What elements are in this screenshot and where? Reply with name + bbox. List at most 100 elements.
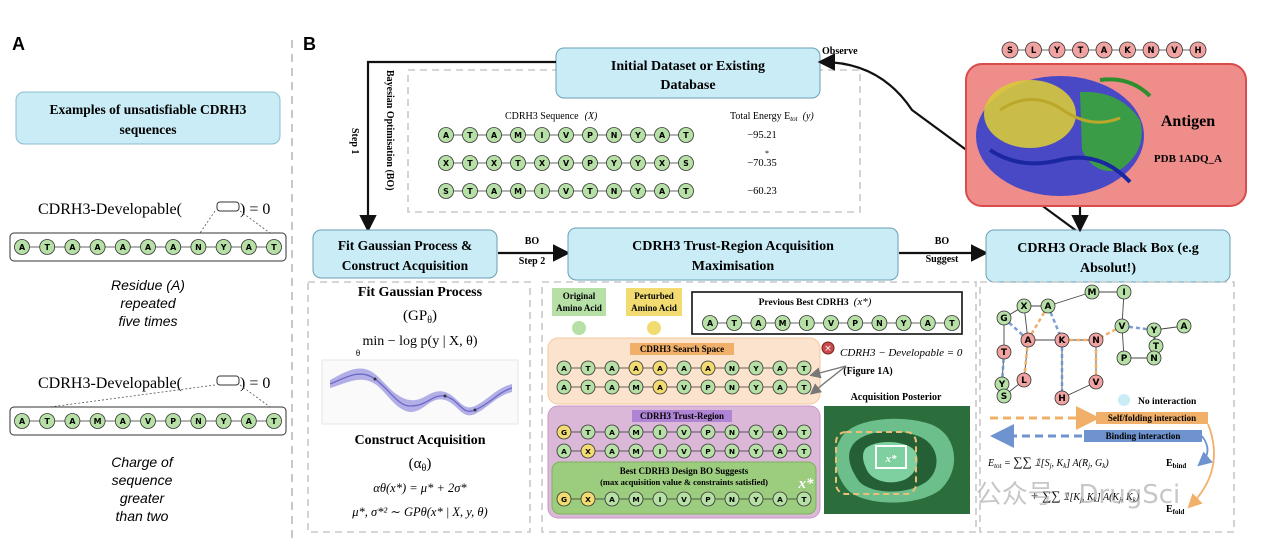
amino-acid-letter: P <box>170 417 176 426</box>
legend-perturbed-line1: Perturbed <box>634 291 674 301</box>
arrow-observe <box>817 53 1079 233</box>
amino-acid-node <box>895 315 912 331</box>
amino-acid-node <box>678 127 694 143</box>
amino-acid-node <box>534 127 550 143</box>
acq-posterior-title: Acquisition Posterior <box>851 392 942 403</box>
amino-acid-node <box>604 424 620 440</box>
amino-acid-node <box>1189 41 1207 59</box>
amino-acid-node <box>944 315 960 331</box>
graph-node-letter: A <box>1181 322 1188 332</box>
amino-acid-node <box>676 379 692 395</box>
amino-acid-letter: K <box>1124 45 1131 55</box>
developable-note: CDRH3 − Developable = 0 <box>840 347 963 359</box>
panel-a-title-line1: Examples of unsatisfiable CDRH3 <box>50 102 247 117</box>
fit-gp-title: Fit Gaussian Process <box>358 285 483 300</box>
amino-acid-node <box>462 155 478 171</box>
amino-acid-node <box>606 183 622 199</box>
amino-acid-node <box>652 360 668 376</box>
amino-acid-letter: A <box>657 383 663 392</box>
best-suggest-line1: Best CDRH3 Design BO Suggests <box>620 466 749 476</box>
amino-acid-letter: T <box>949 319 955 328</box>
amino-acid-letter: X <box>539 159 545 168</box>
graph-node-letter: V <box>1119 322 1126 332</box>
fit-gp-line1: Fit Gaussian Process & <box>338 238 472 253</box>
amino-acid-node <box>266 239 282 255</box>
search-space-title: CDRH3 Search Space <box>640 344 724 354</box>
amino-acid-node <box>628 379 644 395</box>
amino-acid-letter: N <box>1147 45 1154 55</box>
amino-acid-node <box>1119 41 1136 59</box>
amino-acid-node <box>724 491 740 507</box>
amino-acid-node <box>534 155 550 171</box>
graph-node-letter: S <box>1001 392 1007 402</box>
amino-acid-letter: M <box>632 428 639 437</box>
amino-acid-node <box>64 413 81 429</box>
amino-acid-node <box>510 127 526 143</box>
amino-acid-letter: A <box>145 243 152 252</box>
graph-node <box>1040 298 1056 314</box>
svg-text:x*: x* <box>885 453 898 465</box>
amino-acid-node <box>1166 41 1183 59</box>
posterior-eq: μ*, σ*² ∼ GPθ(x* | X, y, θ) <box>351 505 487 519</box>
seq-a1-frame <box>9 232 287 262</box>
graph-node <box>1020 332 1036 348</box>
dataset-region <box>407 69 861 213</box>
amino-acid-node <box>582 155 598 171</box>
amino-acid-letter: A <box>681 364 687 373</box>
amino-acid-letter: M <box>632 495 639 504</box>
amino-acid-node <box>582 183 598 199</box>
amino-acid-letter: A <box>69 243 76 252</box>
amino-acid-letter: N <box>729 428 735 437</box>
amino-acid-letter: A <box>443 131 450 140</box>
amino-acid-letter: X <box>659 159 665 168</box>
amino-acid-letter: Y <box>752 383 759 392</box>
amino-acid-node <box>700 491 716 507</box>
best-suggest-line2: (max acquisition value & constraints sat… <box>600 477 768 487</box>
amino-acid-node <box>580 424 596 440</box>
amino-acid-letter: A <box>705 364 711 373</box>
amino-acid-node <box>652 379 668 395</box>
amino-acid-node <box>628 360 644 376</box>
trust-region-title: CDRH3 Trust-Region <box>640 411 724 421</box>
formula-2-placeholder <box>216 375 240 386</box>
amino-acid-node <box>114 413 131 429</box>
fit-gp-box <box>312 229 498 279</box>
amino-acid-letter: V <box>1171 45 1178 55</box>
amino-acid-node <box>510 155 526 171</box>
amino-acid-node <box>724 424 740 440</box>
fold-arc <box>1187 423 1215 509</box>
no-interaction-dot <box>1118 394 1130 406</box>
caption2-line4: than two <box>116 508 169 524</box>
binding-edge <box>1003 317 1029 341</box>
amino-acid-letter: A <box>777 495 783 504</box>
amino-acid-letter: I <box>659 447 662 456</box>
bo-suggest-line2: Suggest <box>926 254 959 265</box>
protein-structure-image <box>976 76 1152 196</box>
amino-acid-node <box>89 413 106 429</box>
amino-acid-letter: T <box>732 319 738 328</box>
arrow-reject-2 <box>809 365 847 395</box>
amino-acid-letter: A <box>777 447 783 456</box>
formula-1-placeholder <box>216 201 240 212</box>
amino-acid-node <box>628 424 644 440</box>
amino-acid-letter: A <box>491 187 498 196</box>
amino-acid-letter: Y <box>220 243 227 252</box>
amino-acid-node <box>772 379 788 395</box>
amino-acid-letter: L <box>1031 45 1037 55</box>
amino-acid-letter: Y <box>634 159 641 168</box>
amino-acid-node <box>630 183 646 199</box>
amino-acid-letter: A <box>491 131 498 140</box>
graph-node-letter: V <box>1093 378 1100 388</box>
amino-acid-letter: M <box>94 417 102 426</box>
amino-acid-letter: A <box>609 495 615 504</box>
amino-acid-letter: P <box>705 495 711 504</box>
amino-acid-letter: V <box>681 383 687 392</box>
amino-acid-node <box>558 127 574 143</box>
amino-acid-node <box>580 491 596 507</box>
amino-acid-node <box>190 239 207 255</box>
amino-acid-letter: A <box>561 364 567 373</box>
amino-acid-letter: A <box>120 417 127 426</box>
amino-acid-node <box>772 424 788 440</box>
observe-label: Observe <box>822 46 858 57</box>
